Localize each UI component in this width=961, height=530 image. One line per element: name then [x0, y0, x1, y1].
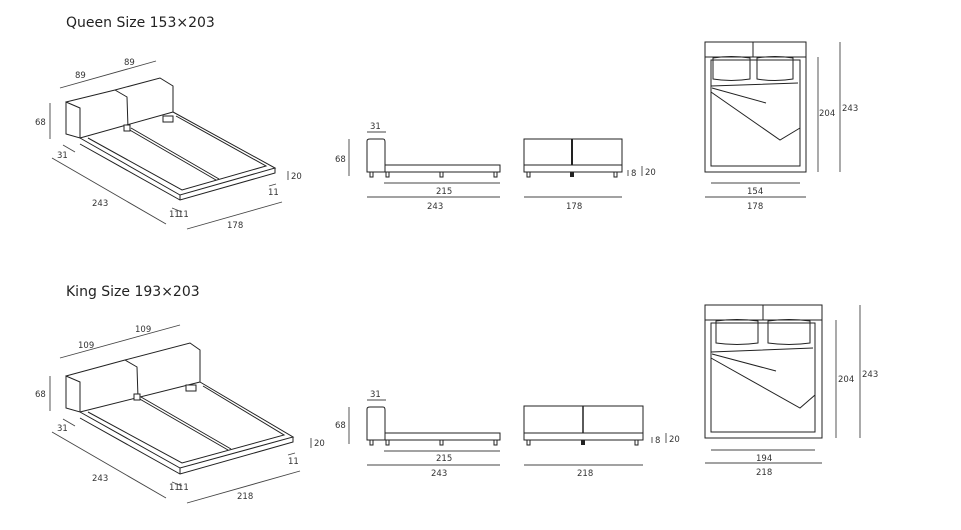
- queen-iso-dim-width: 178: [227, 221, 243, 231]
- queen-front-dim-leg: 8: [631, 169, 636, 179]
- king-side-dim-headboard-depth: 31: [370, 390, 381, 400]
- king-iso-view: 109 109 68 31 243 11 11 218 20 11: [35, 324, 325, 504]
- king-top-view: 204 243 194 218: [704, 304, 878, 478]
- king-title: King Size 193×203: [66, 284, 200, 300]
- king-iso-dim-height: 68: [35, 390, 46, 400]
- queen-side-view: 31 68 215 243: [335, 122, 501, 212]
- queen-iso-dim-foot-rail: 11: [268, 188, 279, 198]
- king-section: King Size 193×203 109 109 68 31 243 11 1: [35, 284, 878, 504]
- queen-side-dim-inner-length: 215: [436, 187, 452, 197]
- king-iso-dim-headboard-right: 109: [135, 325, 151, 335]
- king-front-dim-leg: 8: [655, 436, 660, 446]
- king-top-dim-inner-length: 204: [838, 375, 854, 385]
- queen-iso-dim-headboard-left: 89: [75, 71, 86, 81]
- king-iso-dim-frame-height: 20: [314, 439, 325, 449]
- king-side-dim-length: 243: [431, 469, 447, 479]
- queen-iso-dim-frame-height: 20: [291, 172, 302, 182]
- queen-iso-dim-headboard-depth: 31: [57, 151, 68, 161]
- queen-top-dim-inner-width: 154: [747, 187, 763, 197]
- king-iso-dim-width: 218: [237, 492, 253, 502]
- queen-side-dim-length: 243: [427, 202, 443, 212]
- king-side-dim-inner-length: 215: [436, 454, 452, 464]
- king-front-dim-width: 218: [577, 469, 593, 479]
- king-top-dim-inner-width: 194: [756, 454, 772, 464]
- queen-front-dim-width: 178: [566, 202, 582, 212]
- queen-iso-dim-rail-left: 11: [169, 210, 180, 220]
- king-top-dim-width: 218: [756, 468, 772, 478]
- queen-iso-dim-rail-right: 11: [178, 210, 189, 220]
- queen-side-dim-headboard-depth: 31: [370, 122, 381, 132]
- king-side-view: 31 68 215 243: [335, 390, 501, 479]
- queen-section: Queen Size 153×203 89 89 68 31 243 11 11: [35, 15, 858, 231]
- queen-side-dim-height: 68: [335, 155, 346, 165]
- king-iso-dim-rail-left: 11: [169, 483, 180, 493]
- queen-front-view: 8 20 178: [523, 138, 656, 212]
- queen-front-dim-frame-height: 20: [645, 168, 656, 178]
- queen-iso-dim-headboard-right: 89: [124, 58, 135, 68]
- queen-top-dim-width: 178: [747, 202, 763, 212]
- king-side-dim-height: 68: [335, 421, 346, 431]
- king-front-dim-frame-height: 20: [669, 435, 680, 445]
- queen-iso-dim-length: 243: [92, 199, 108, 209]
- queen-iso-dim-height: 68: [35, 118, 46, 128]
- queen-title: Queen Size 153×203: [66, 15, 215, 31]
- king-iso-dim-length: 243: [92, 474, 108, 484]
- queen-top-dim-inner-length: 204: [819, 109, 835, 119]
- king-iso-dim-headboard-left: 109: [78, 341, 94, 351]
- king-iso-dim-foot-rail: 11: [288, 457, 299, 467]
- king-iso-dim-headboard-depth: 31: [57, 424, 68, 434]
- queen-top-view: 204 243 154 178: [704, 41, 858, 212]
- queen-top-dim-length: 243: [842, 104, 858, 114]
- king-front-view: 8 20 218: [523, 405, 680, 479]
- king-top-dim-length: 243: [862, 370, 878, 380]
- queen-iso-view: 89 89 68 31 243 11 11 178 20 11: [35, 58, 302, 231]
- king-iso-dim-rail-right: 11: [178, 483, 189, 493]
